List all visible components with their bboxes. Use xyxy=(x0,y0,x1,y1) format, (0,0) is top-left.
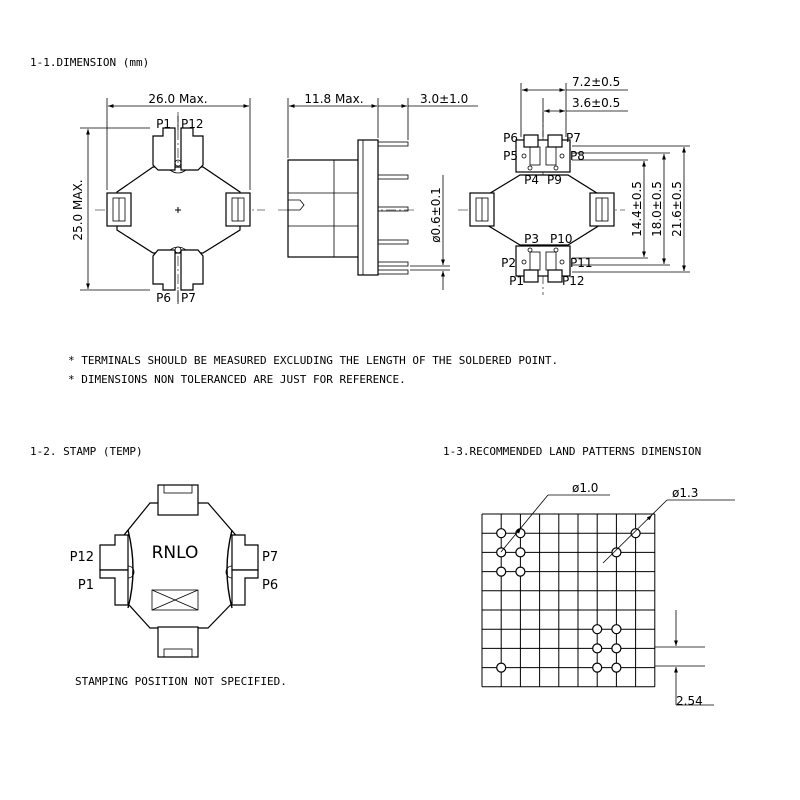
top-pin-p7: P7 xyxy=(181,291,196,305)
note-terminals: * TERMINALS SHOULD BE MEASURED EXCLUDING… xyxy=(68,354,558,367)
stamp-pin-p1: P1 xyxy=(78,578,94,593)
land-hole xyxy=(515,528,526,539)
bottom-pin-p1: P1 xyxy=(509,274,524,288)
stamp-view: RNLO P12 P1 P7 P6 xyxy=(70,484,278,658)
bottom-view-dim-3-6: 3.6±0.5 xyxy=(572,96,620,110)
bottom-pin-p8: P8 xyxy=(570,149,585,163)
side-view: 11.8 Max. 3.0±1.0 ø0.6±0.1 xyxy=(278,92,478,290)
land-hole-small-label: ø1.0 xyxy=(572,481,598,495)
land-hole xyxy=(496,528,507,539)
top-pin-p1: P1 xyxy=(156,117,171,131)
bottom-pin-p5: P5 xyxy=(503,149,518,163)
land-hole xyxy=(630,528,641,539)
land-pattern-holes xyxy=(496,528,641,673)
land-hole xyxy=(496,662,507,673)
section-land-pattern-title: 1-3.RECOMMENDED LAND PATTERNS DIMENSION xyxy=(443,445,701,458)
top-pin-p6: P6 xyxy=(156,291,171,305)
bottom-pin-p4: P4 xyxy=(524,173,539,187)
bottom-pin-p9: P9 xyxy=(547,173,562,187)
land-pitch-label: 2.54 xyxy=(676,694,703,708)
bottom-view-dim-18-0: 18.0±0.5 xyxy=(650,181,664,237)
bottom-view: 7.2±0.5 3.6±0.5 14.4±0.5 18.0±0.5 21.6±0… xyxy=(458,75,690,295)
land-pattern: ø1.0 ø1.3 2.54 xyxy=(481,481,735,708)
stamp-pin-p12: P12 xyxy=(70,550,94,565)
bottom-pin-p12: P12 xyxy=(562,274,585,288)
bottom-view-dim-7-2: 7.2±0.5 xyxy=(572,75,620,89)
land-hole xyxy=(611,662,622,673)
section-stamp-title: 1-2. STAMP (TEMP) xyxy=(30,445,143,458)
land-hole xyxy=(592,662,603,673)
side-view-lead-diameter-label: ø0.6±0.1 xyxy=(429,187,443,243)
land-hole xyxy=(496,547,507,558)
note-dimensions: * DIMENSIONS NON TOLERANCED ARE JUST FOR… xyxy=(68,373,406,386)
stamp-pin-p6: P6 xyxy=(262,578,278,593)
bottom-pin-p6: P6 xyxy=(503,131,518,145)
bottom-pin-p10: P10 xyxy=(550,232,573,246)
land-hole xyxy=(592,643,603,654)
bottom-view-dim-14-4: 14.4±0.5 xyxy=(630,181,644,237)
bottom-pin-p2: P2 xyxy=(501,256,516,270)
land-hole xyxy=(592,624,603,635)
land-hole xyxy=(611,624,622,635)
bottom-pin-p11: P11 xyxy=(570,256,593,270)
side-view-length-label: 11.8 Max. xyxy=(304,92,363,106)
stamp-marking: RNLO xyxy=(152,543,199,563)
land-hole-large-label: ø1.3 xyxy=(672,486,698,500)
land-hole xyxy=(611,547,622,558)
top-view-height-label: 25.0 MAX. xyxy=(71,179,85,240)
stamp-position-note: STAMPING POSITION NOT SPECIFIED. xyxy=(75,675,287,688)
top-view-width-label: 26.0 Max. xyxy=(148,92,207,106)
bottom-view-dim-21-6: 21.6±0.5 xyxy=(670,181,684,237)
land-hole xyxy=(515,547,526,558)
section-dimension-title: 1-1.DIMENSION (mm) xyxy=(30,56,149,69)
land-pattern-grid xyxy=(481,513,656,688)
bottom-pin-p3: P3 xyxy=(524,232,539,246)
stamp-pin-p7: P7 xyxy=(262,550,278,565)
bottom-pin-p7: P7 xyxy=(566,131,581,145)
top-view: 26.0 Max. 25.0 MAX. P1 P12 P6 P7 xyxy=(71,92,265,305)
side-view-lead-length-label: 3.0±1.0 xyxy=(420,92,468,106)
land-hole xyxy=(496,566,507,577)
land-hole xyxy=(515,566,526,577)
land-hole xyxy=(611,643,622,654)
top-pin-p12: P12 xyxy=(181,117,204,131)
